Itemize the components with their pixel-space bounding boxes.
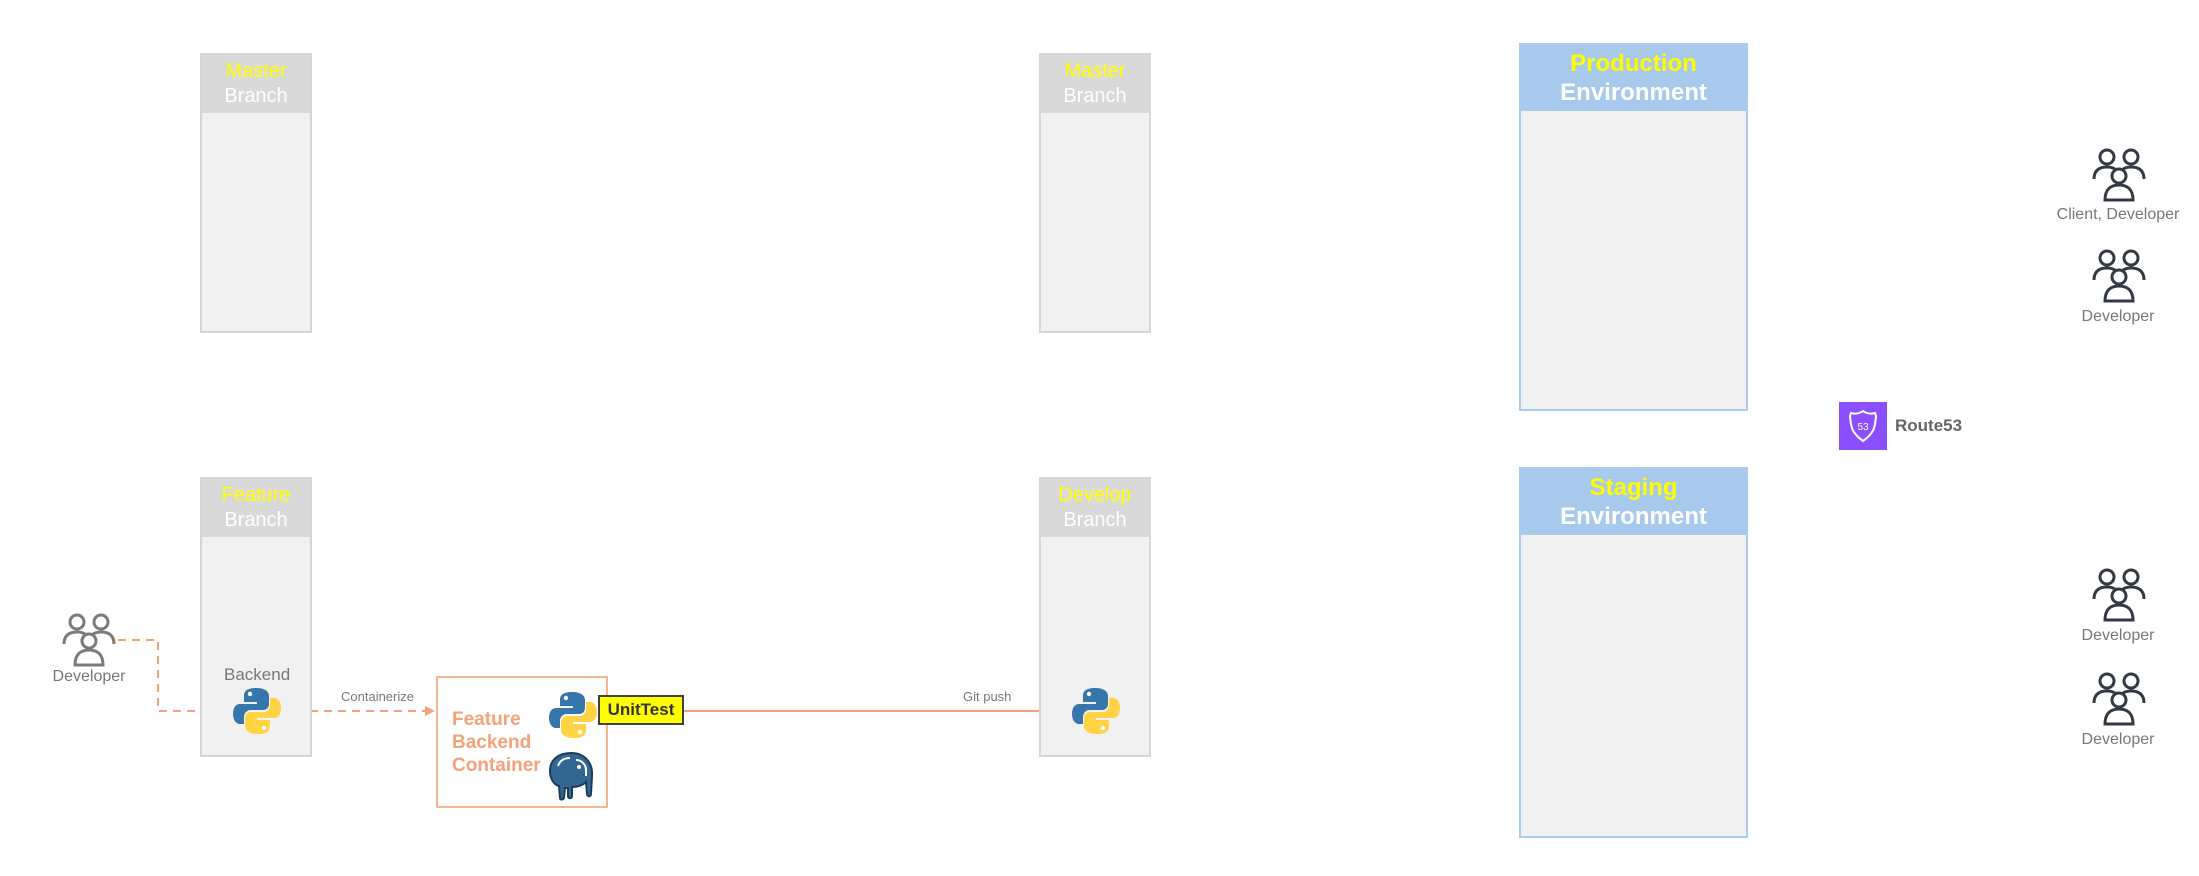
branch-name: Feature: [221, 484, 291, 506]
python-icon: [549, 692, 597, 738]
developer-label: Developer: [2081, 308, 2155, 325]
environment-header: Production Environment: [1521, 45, 1746, 111]
environment-word: Environment: [1560, 79, 1707, 106]
people-group-icon: [2092, 249, 2146, 303]
branch-word: Branch: [1063, 85, 1127, 107]
branch-name: Develop: [1058, 484, 1132, 506]
branch-word: Branch: [224, 509, 288, 531]
route53-label: Route53: [1895, 416, 1963, 435]
developer-label: Developer: [2081, 627, 2155, 644]
environment-word: Environment: [1560, 503, 1707, 530]
people-group-icon: [2092, 568, 2146, 622]
containerize-label: Containerize: [341, 689, 414, 704]
environment-name: Staging: [1589, 474, 1678, 501]
environment-header: Staging Environment: [1521, 469, 1746, 535]
branch-name: Master: [225, 60, 287, 82]
branch-header: Feature Branch: [202, 479, 310, 537]
environment-name: Production: [1570, 50, 1697, 77]
container-label-line: Backend: [452, 732, 532, 753]
production-environment: Production Environment: [1519, 43, 1748, 411]
people-group-icon: [62, 613, 116, 667]
staging-environment: Staging Environment: [1519, 467, 1748, 838]
client-developer-label: Client, Developer: [2056, 206, 2180, 223]
unittest-badge: UnitTest: [598, 695, 684, 725]
branch-word: Branch: [1063, 509, 1127, 531]
develop-branch-lane: Develop Branch: [1039, 477, 1151, 757]
route53-shield-icon: 53: [1848, 409, 1878, 443]
branch-header: Master Branch: [202, 55, 310, 113]
container-label-line: Container: [452, 755, 541, 776]
git-push-label: Git push: [963, 689, 1012, 704]
python-icon: [1072, 688, 1120, 734]
developer-to-backend-arrow: [118, 639, 233, 716]
people-group-icon: [2092, 672, 2146, 726]
backend-label: Backend: [224, 665, 291, 684]
branch-header: Master Branch: [1041, 55, 1149, 113]
developer-label: Developer: [52, 668, 126, 685]
people-group-icon: [2092, 148, 2146, 202]
master-branch-lane-left: Master Branch: [200, 53, 312, 333]
route53-service: 53: [1839, 402, 1887, 450]
svg-text:53: 53: [1857, 422, 1869, 433]
feature-branch-lane: Feature Branch: [200, 477, 312, 757]
developer-label: Developer: [2081, 731, 2155, 748]
postgresql-elephant-icon: [548, 751, 594, 801]
python-icon: [233, 688, 281, 734]
container-label: Feature Backend Container: [452, 708, 541, 777]
feature-backend-container: Feature Backend Container: [436, 676, 608, 808]
branch-header: Develop Branch: [1041, 479, 1149, 537]
branch-name: Master: [1064, 60, 1126, 82]
container-label-line: Feature: [452, 709, 521, 730]
branch-word: Branch: [224, 85, 288, 107]
master-branch-lane-right: Master Branch: [1039, 53, 1151, 333]
